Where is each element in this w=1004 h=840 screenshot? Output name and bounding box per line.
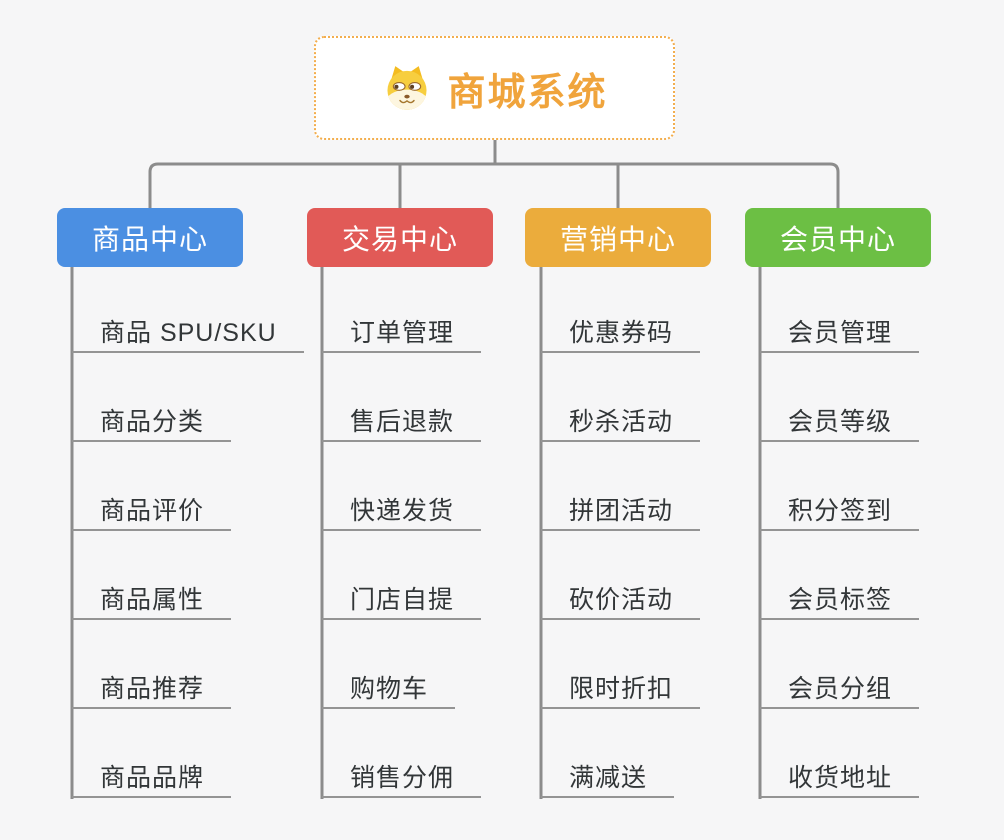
leaf-node[interactable]: 优惠券码 xyxy=(541,315,701,353)
doge-icon xyxy=(387,66,428,110)
branch-node-trade[interactable]: 交易中心 xyxy=(307,208,493,267)
leaf-node[interactable]: 收货地址 xyxy=(760,760,920,798)
leaf-node[interactable]: 会员标签 xyxy=(760,582,920,620)
leaf-node[interactable]: 积分签到 xyxy=(760,493,920,531)
leaf-node[interactable]: 商品品牌 xyxy=(72,760,232,798)
leaf-node[interactable]: 会员分组 xyxy=(760,671,920,709)
branch-label: 会员中心 xyxy=(779,223,896,255)
root-node[interactable]: 商城系统 xyxy=(314,36,675,140)
leaf-node[interactable]: 售后退款 xyxy=(322,404,482,442)
leaf-node[interactable]: 商品 SPU/SKU xyxy=(72,315,304,353)
leaf-node[interactable]: 商品属性 xyxy=(72,582,232,620)
branch-label: 营销中心 xyxy=(559,223,676,255)
leaf-node[interactable]: 商品评价 xyxy=(72,493,232,531)
leaf-node[interactable]: 拼团活动 xyxy=(541,493,701,531)
branch-label: 交易中心 xyxy=(341,223,458,255)
leaf-node[interactable]: 商品推荐 xyxy=(72,671,232,709)
leaf-node[interactable]: 商品分类 xyxy=(72,404,232,442)
leaf-node[interactable]: 秒杀活动 xyxy=(541,404,701,442)
leaf-node[interactable]: 砍价活动 xyxy=(541,582,701,620)
root-node-label: 商城系统 xyxy=(447,71,608,114)
leaf-node[interactable]: 订单管理 xyxy=(322,315,482,353)
leaf-node[interactable]: 会员管理 xyxy=(760,315,920,353)
branch-node-products[interactable]: 商品中心 xyxy=(57,208,243,267)
leaf-node[interactable]: 快递发货 xyxy=(322,493,482,531)
leaf-node[interactable]: 购物车 xyxy=(322,671,456,709)
leaf-node[interactable]: 销售分佣 xyxy=(322,760,482,798)
branch-node-marketing[interactable]: 营销中心 xyxy=(525,208,711,267)
leaf-node[interactable]: 限时折扣 xyxy=(541,671,701,709)
leaf-node[interactable]: 门店自提 xyxy=(322,582,482,620)
branch-label: 商品中心 xyxy=(91,223,208,255)
leaf-node[interactable]: 满减送 xyxy=(541,760,675,798)
branch-node-members[interactable]: 会员中心 xyxy=(745,208,931,267)
leaf-node[interactable]: 会员等级 xyxy=(760,404,920,442)
